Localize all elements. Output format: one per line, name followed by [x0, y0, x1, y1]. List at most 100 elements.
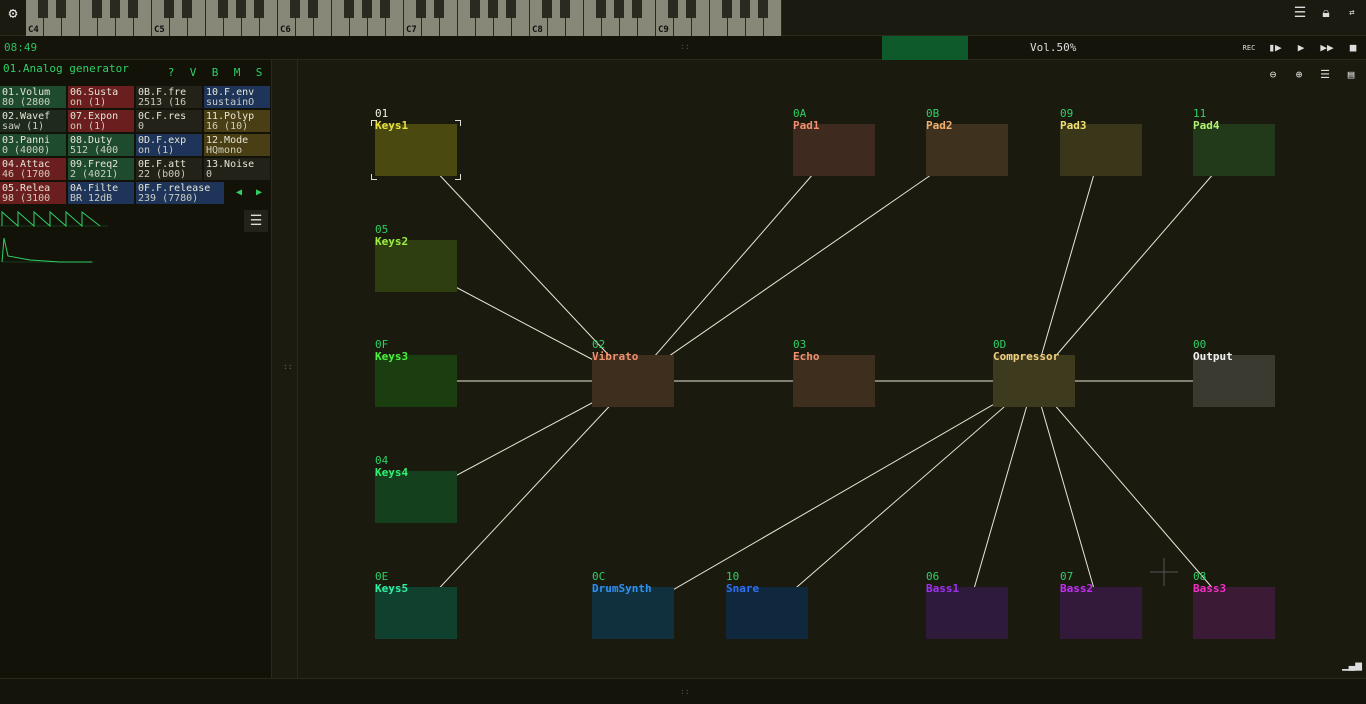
- splitter-handle[interactable]: ::: [680, 42, 690, 51]
- prev-page-icon[interactable]: ◀: [236, 187, 243, 198]
- list-icon[interactable]: ☰: [1320, 68, 1330, 81]
- module-box[interactable]: [375, 587, 457, 639]
- play-icon[interactable]: ▶: [1297, 41, 1305, 54]
- piano-black-key[interactable]: [686, 0, 696, 18]
- zoom-out-icon[interactable]: ⊖: [1269, 68, 1277, 81]
- piano-white-key[interactable]: [386, 0, 404, 36]
- module-box[interactable]: [926, 124, 1008, 176]
- module-box[interactable]: [375, 124, 457, 176]
- piano-black-key[interactable]: [416, 0, 426, 18]
- piano-white-key[interactable]: [188, 0, 206, 36]
- help-button[interactable]: ?: [167, 66, 175, 79]
- module-box[interactable]: [993, 355, 1075, 407]
- piano-black-key[interactable]: [290, 0, 300, 18]
- piano-white-key[interactable]: [764, 0, 782, 36]
- piano-black-key[interactable]: [362, 0, 372, 18]
- module-box[interactable]: [793, 355, 875, 407]
- piano-black-key[interactable]: [740, 0, 750, 18]
- bottom-splitter[interactable]: ::: [0, 678, 1366, 704]
- network-icon[interactable]: ⇄: [1349, 8, 1355, 18]
- module-box[interactable]: [1193, 124, 1275, 176]
- piano-black-key[interactable]: [236, 0, 246, 18]
- mute-button[interactable]: M: [233, 66, 241, 79]
- visual-button[interactable]: V: [189, 66, 197, 79]
- scope-icon[interactable]: ▁▃▅: [1342, 658, 1362, 671]
- stop-icon[interactable]: ■: [1349, 41, 1357, 54]
- module-box[interactable]: [726, 587, 808, 639]
- piano-white-key[interactable]: [314, 0, 332, 36]
- piano-black-key[interactable]: [614, 0, 624, 18]
- piano-black-key[interactable]: [488, 0, 498, 18]
- solo-button[interactable]: S: [255, 66, 263, 79]
- hamburger-menu-icon[interactable]: ☰: [1293, 5, 1307, 21]
- module-box[interactable]: [926, 587, 1008, 639]
- layout-icon[interactable]: ▤: [1347, 68, 1355, 81]
- piano-black-key[interactable]: [308, 0, 318, 18]
- piano-black-key[interactable]: [110, 0, 120, 18]
- piano-black-key[interactable]: [344, 0, 354, 18]
- module-box[interactable]: [1060, 587, 1142, 639]
- lock-icon[interactable]: 🔒︎: [1322, 5, 1330, 21]
- module-box[interactable]: [375, 240, 457, 292]
- piano-white-key[interactable]: [62, 0, 80, 36]
- piano-white-key[interactable]: [134, 0, 152, 36]
- piano-black-key[interactable]: [596, 0, 606, 18]
- piano-white-key[interactable]: [512, 0, 530, 36]
- piano-black-key[interactable]: [758, 0, 768, 18]
- piano-black-key[interactable]: [722, 0, 732, 18]
- next-page-icon[interactable]: ▶: [256, 187, 263, 198]
- module-box[interactable]: [592, 355, 674, 407]
- module-menu-button[interactable]: ☰: [244, 210, 268, 232]
- piano-black-key[interactable]: [182, 0, 192, 18]
- module-box[interactable]: [1193, 587, 1275, 639]
- piano-white-key[interactable]: [260, 0, 278, 36]
- zoom-in-icon[interactable]: ⊕: [1295, 68, 1303, 81]
- piano-black-key[interactable]: [92, 0, 102, 18]
- module-box[interactable]: [793, 124, 875, 176]
- piano-black-key[interactable]: [434, 0, 444, 18]
- module-box[interactable]: [375, 471, 457, 523]
- piano-white-key[interactable]: [566, 0, 584, 36]
- piano-black-key[interactable]: [128, 0, 138, 18]
- piano-black-key[interactable]: [560, 0, 570, 18]
- piano-black-key[interactable]: [380, 0, 390, 18]
- piano-black-key[interactable]: [218, 0, 228, 18]
- module-box[interactable]: [1060, 124, 1142, 176]
- piano-white-key[interactable]: [692, 0, 710, 36]
- piano-black-key[interactable]: [506, 0, 516, 18]
- piano-black-key[interactable]: [254, 0, 264, 18]
- volume-display[interactable]: Vol.50%: [1030, 41, 1077, 54]
- piano-black-key[interactable]: [164, 0, 174, 18]
